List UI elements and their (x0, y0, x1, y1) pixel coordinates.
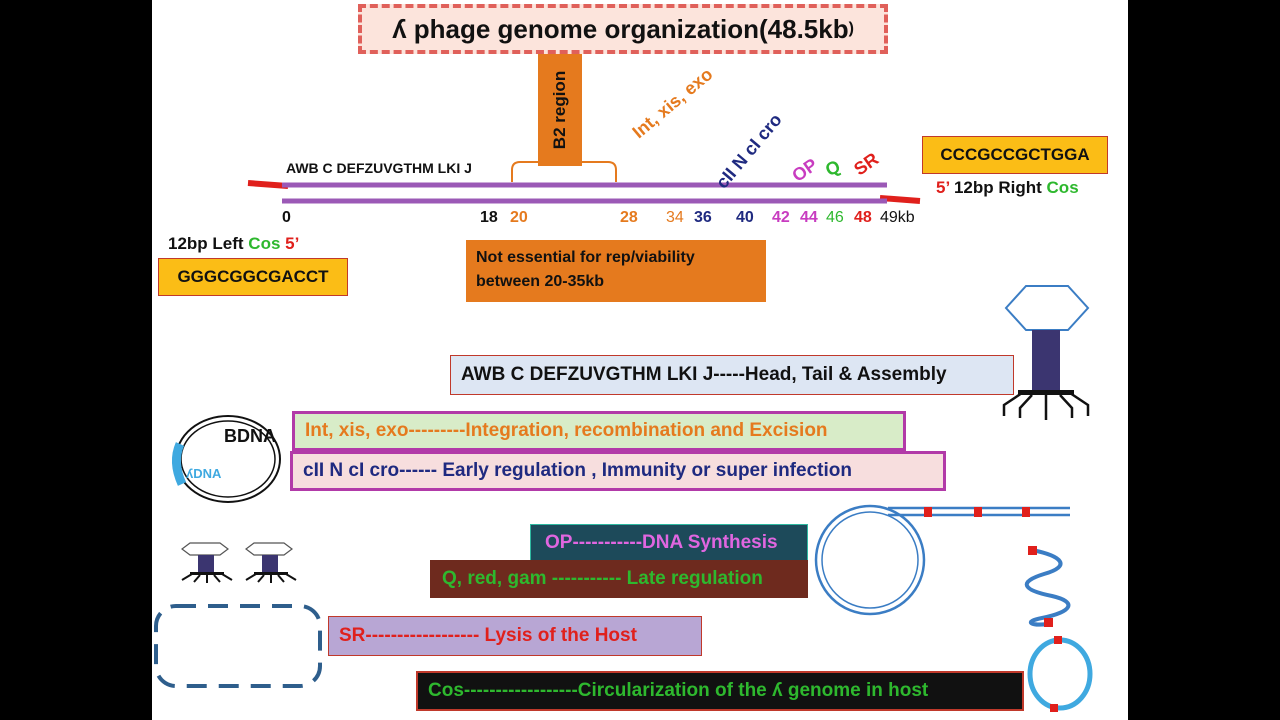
lysis-function: SR------------------ Lysis of the Host (328, 616, 702, 656)
left-cos-word: Cos (248, 234, 281, 253)
bdna-label: BDNA (224, 426, 276, 446)
coord-0: 0 (282, 209, 291, 226)
coord-36: 36 (694, 209, 712, 226)
phage-large-icon (1002, 285, 1090, 420)
concatemer-icon (888, 506, 1070, 517)
right-cos-text: 12bp Right (949, 178, 1047, 197)
right-cos-sequence: CCCGCCGCTGGA (922, 136, 1108, 174)
b2-region-box: B2 region (538, 54, 582, 166)
title-close-paren: ) (848, 20, 854, 37)
slide: ʎ phage genome organization(48.5kb) B2 r… (152, 0, 1128, 720)
right-cos-label: 5’ 12bp Right Cos (936, 178, 1079, 198)
right-cos-end-label: 5’ (936, 178, 950, 197)
phage-small-icon-1 (181, 542, 233, 583)
circularized-dna-icon (1027, 636, 1093, 712)
early-regulation-function: cII N cI cro------ Early regulation , Im… (290, 451, 946, 491)
lambda-dna-label: ʎDNA (186, 466, 222, 481)
not-essential-note: Not essential for rep/viability between … (466, 240, 766, 302)
left-cos-text: 12bp Left (168, 234, 249, 253)
coord-34: 34 (666, 209, 684, 226)
coord-28: 28 (620, 209, 638, 226)
coord-49kb: 49kb (880, 209, 915, 226)
coord-20: 20 (510, 209, 528, 226)
right-cos-word: Cos (1046, 178, 1079, 197)
circular-genome-icon (814, 504, 926, 616)
integration-function: Int, xis, exo---------Integration, recom… (292, 411, 906, 451)
coord-18: 18 (480, 209, 498, 226)
genome-map (154, 161, 1093, 712)
coord-42: 42 (772, 209, 790, 226)
left-cos-end (247, 180, 289, 189)
page-title: ʎ phage genome organization(48.5kb) (358, 4, 888, 54)
head-tail-function: AWB C DEFZUVGTHM LKI J-----Head, Tail & … (450, 355, 1014, 395)
host-cell-outline (154, 604, 322, 688)
coord-40: 40 (736, 209, 754, 226)
genes-left-label: AWB C DEFZUVGTHM LKI J (286, 160, 472, 176)
coord-48: 48 (854, 209, 872, 226)
coiled-dna-icon (1024, 546, 1071, 627)
coord-44: 44 (800, 209, 818, 226)
title-text: ʎ phage genome organization(48.5kb (392, 13, 849, 44)
left-cos-sequence: GGGCGGCGACCT (158, 258, 348, 296)
late-regulation-function: Q, red, gam ----------- Late regulation (430, 560, 808, 598)
circularization-function: Cos------------------Circularization of … (416, 671, 1024, 711)
b2-brace (511, 161, 617, 182)
left-cos-end-label: 5’ (280, 234, 300, 253)
dna-synthesis-function: OP-----------DNA Synthesis (530, 524, 808, 562)
coord-46: 46 (826, 209, 844, 226)
bacterial-dna-icon (172, 415, 281, 503)
phage-small-icon-2 (245, 542, 297, 583)
left-cos-label: 12bp Left Cos 5’ (168, 234, 299, 254)
